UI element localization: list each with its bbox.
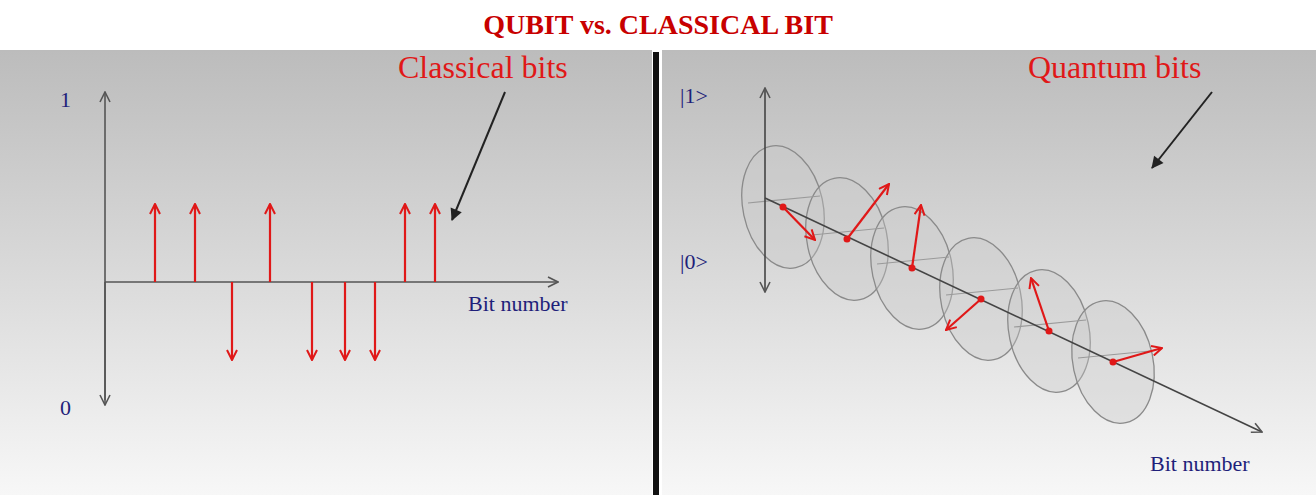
divider — [653, 52, 659, 495]
circle-chord — [812, 228, 884, 235]
bit-arrow — [269, 204, 271, 282]
state-arrow — [1113, 348, 1162, 362]
axis-diagonal — [765, 198, 1262, 432]
axis-down — [764, 198, 766, 292]
axis-title: Bit number — [1150, 452, 1250, 476]
state-label: |1> — [680, 84, 708, 108]
label-wrap: Classical bits — [398, 50, 568, 85]
state-arrow — [912, 205, 921, 268]
title: QUBIT vs. CLASSICAL BIT — [483, 10, 833, 41]
bit-arrow — [374, 282, 376, 360]
label-wrap: |1> — [680, 84, 708, 108]
bit-arrow — [154, 204, 156, 282]
bit-arrow — [344, 282, 346, 360]
bit-arrow — [231, 282, 233, 360]
axis-value: 0 — [60, 396, 71, 420]
label-wrap: Bit number — [468, 292, 568, 316]
state-arrow — [847, 184, 889, 239]
axis-title: Bit number — [468, 292, 568, 316]
left-panel — [0, 50, 652, 495]
label-wrap: 1 — [60, 88, 71, 112]
pointer-arrow — [1152, 92, 1212, 168]
pointer-arrow — [452, 92, 505, 220]
state-dot — [1110, 359, 1117, 366]
state-dot — [844, 236, 851, 243]
right-panel — [662, 50, 1316, 495]
bit-arrow — [311, 282, 313, 360]
state-label: |0> — [680, 250, 708, 274]
state-dot — [909, 265, 916, 272]
label-wrap: Quantum bits — [1028, 50, 1201, 85]
bit-arrow — [434, 204, 436, 282]
axis-right — [105, 281, 558, 283]
title-wrap: QUBIT vs. CLASSICAL BIT — [0, 10, 1316, 41]
callout-label: Classical bits — [398, 50, 568, 85]
axis-up — [764, 88, 766, 198]
label-wrap: Bit number — [1150, 452, 1250, 476]
label-wrap: |0> — [680, 250, 708, 274]
axis-down — [104, 282, 106, 405]
bloch-circle — [1061, 293, 1165, 431]
callout-label: Quantum bits — [1028, 50, 1201, 85]
state-dot — [1046, 328, 1053, 335]
axis-value: 1 — [60, 88, 71, 112]
state-dot — [780, 204, 787, 211]
bit-arrow — [404, 204, 406, 282]
circle-chord — [748, 196, 820, 203]
state-dot — [978, 296, 985, 303]
state-arrow — [1031, 278, 1049, 331]
label-wrap: 0 — [60, 396, 71, 420]
bit-arrow — [194, 204, 196, 282]
state-arrow — [946, 299, 981, 330]
state-arrow — [783, 207, 815, 240]
